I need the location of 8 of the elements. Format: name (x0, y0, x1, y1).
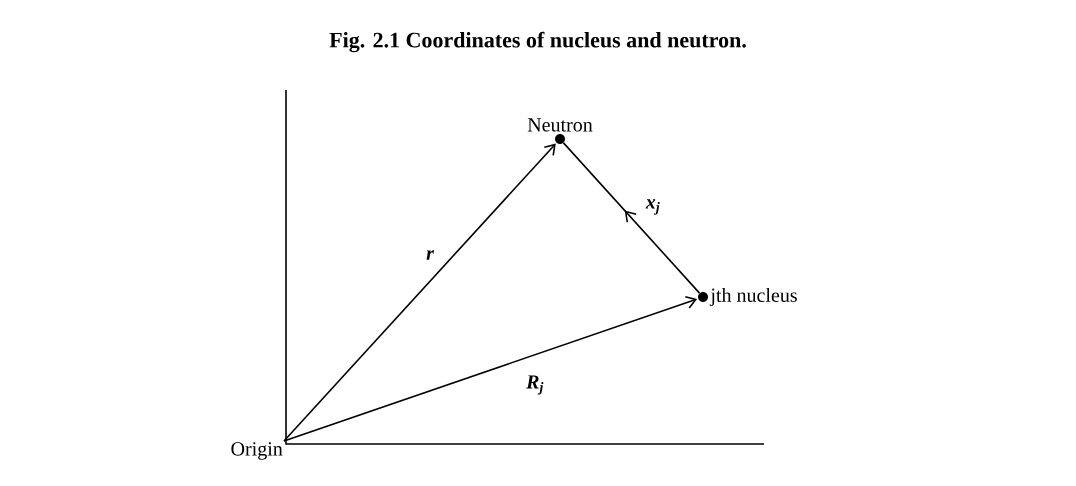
vector-label: x$_{j}$ (645, 199, 660, 215)
arrow (283, 295, 698, 442)
vector-label: R$_{j}$ (526, 375, 544, 395)
arrow (283, 143, 556, 442)
vector-label: r (426, 250, 435, 260)
point-label: Origin (231, 442, 283, 460)
figure-title: Fig. 2.1 Coordinates of nucleus and neutron. (329, 31, 746, 53)
node-label: Neutron (527, 118, 593, 132)
